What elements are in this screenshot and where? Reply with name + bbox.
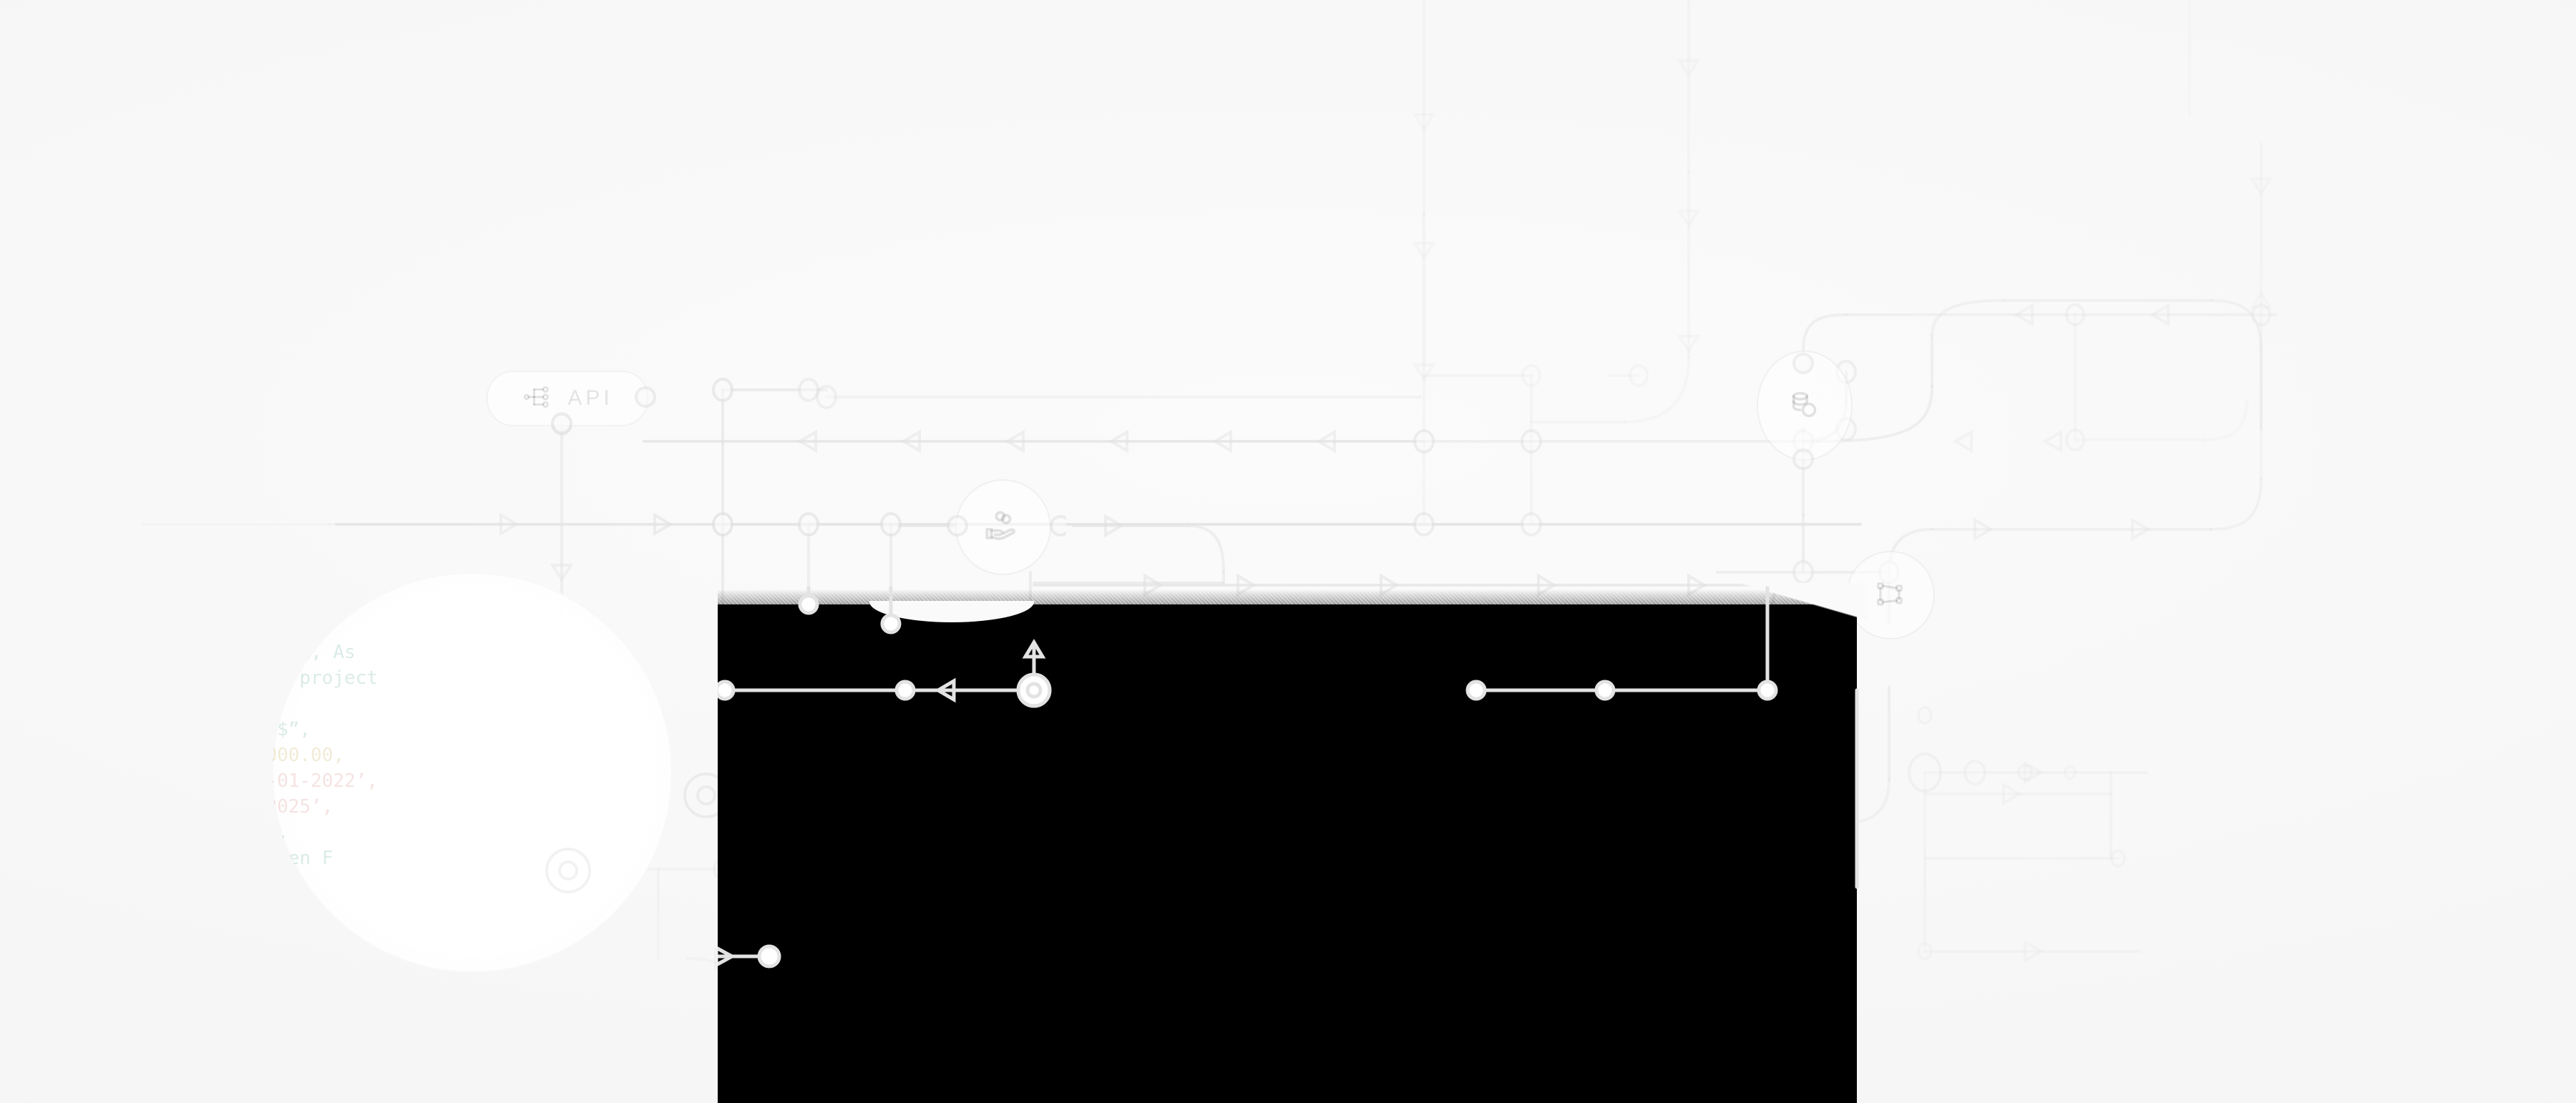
target-ring-icon (558, 861, 578, 881)
hand-coins-icon (985, 511, 1015, 541)
api-badge-connectors (551, 386, 656, 434)
database-node-connectors (1792, 353, 1814, 470)
icon-node-donation[interactable] (955, 479, 1051, 575)
target-ring-icon (696, 785, 716, 805)
api-badge-label: API (567, 386, 613, 410)
polygon-nodes-icon (1877, 582, 1903, 606)
unrendered-image-block (718, 604, 1857, 1103)
donation-node-connectors (947, 515, 1066, 536)
unrendered-block-corner-cut (1739, 583, 1868, 620)
network-hierarchy-icon (522, 382, 552, 416)
database-coins-icon (1792, 391, 1817, 418)
icon-node-target-2[interactable] (545, 848, 591, 893)
